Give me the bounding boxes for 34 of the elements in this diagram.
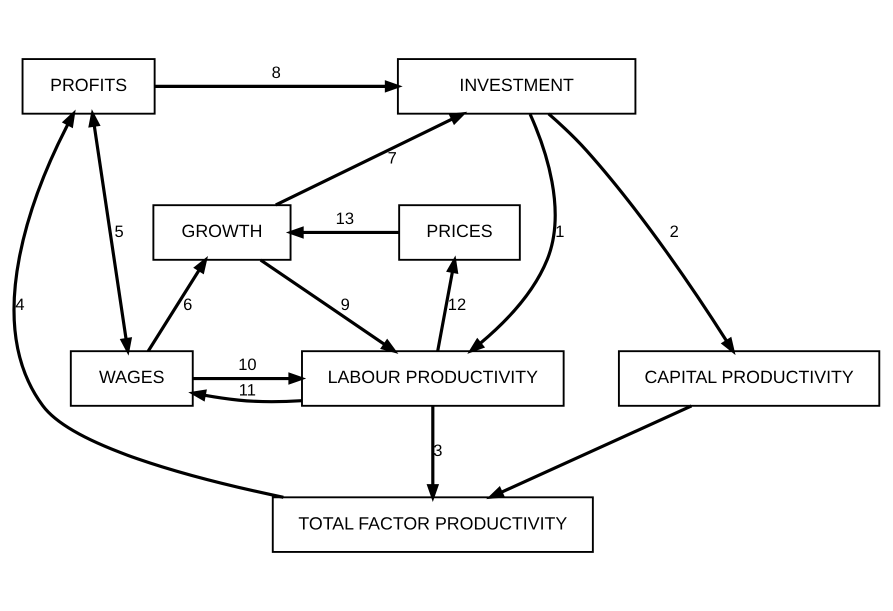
edge-label: 13 [336, 210, 354, 228]
arrow [12, 110, 284, 499]
edge-label: 9 [340, 296, 350, 314]
arrow [275, 112, 468, 206]
edge-label: 10 [238, 356, 257, 374]
arrow [426, 406, 440, 502]
node-box: INVESTMENT [396, 58, 636, 115]
arrow [260, 258, 398, 354]
arrow [193, 372, 306, 385]
arrow [436, 255, 458, 352]
arrow [155, 80, 403, 93]
edge-label: 4 [15, 296, 25, 314]
edge-label: 5 [114, 222, 124, 241]
node-box: GROWTH [152, 204, 292, 261]
node-box: CAPITAL PRODUCTIVITY [618, 350, 880, 407]
arrow [486, 404, 692, 500]
arrow [188, 389, 302, 404]
edge-label: 11 [238, 382, 256, 400]
edge-label: 8 [272, 64, 281, 82]
node-box: PROFITS [22, 58, 156, 115]
arrow [88, 109, 132, 356]
arrow [146, 256, 208, 352]
edge-label: 2 [670, 222, 679, 241]
arrow [467, 114, 557, 354]
node-box: WAGES [70, 350, 194, 407]
edge-label: 1 [555, 222, 564, 241]
node-box: PRICES [398, 204, 521, 261]
node-box: TOTAL FACTOR PRODUCTIVITY [272, 496, 594, 553]
edge-label: 7 [388, 150, 397, 168]
edge-label: 12 [448, 296, 466, 314]
arrow [548, 112, 736, 356]
arrow [286, 226, 400, 239]
node-box: LABOUR PRODUCTIVITY [301, 350, 565, 407]
edge-label: 6 [183, 296, 192, 314]
